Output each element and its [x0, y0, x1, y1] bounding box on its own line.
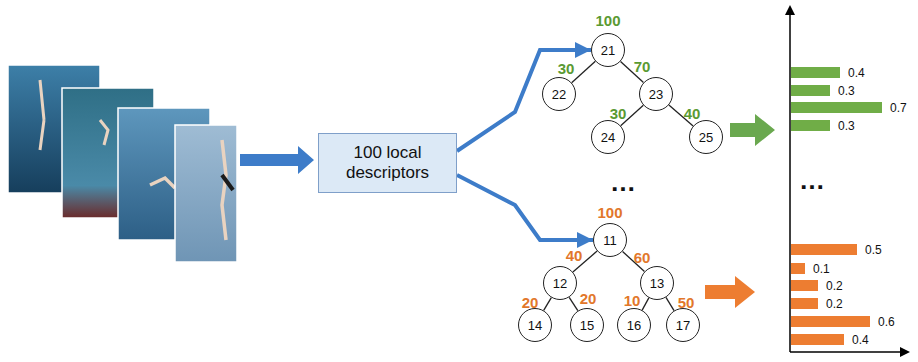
edge-count: 10: [624, 293, 641, 308]
tree-node: 13: [640, 266, 674, 300]
histogram-bar: [791, 85, 830, 96]
diver-figure: [222, 175, 233, 190]
edge-count: 60: [634, 250, 651, 265]
video-frame: [175, 125, 237, 262]
tree-node: 23: [639, 77, 673, 111]
node-text: 15: [580, 318, 594, 333]
node-text: 14: [528, 318, 542, 333]
tree-edge: [569, 297, 578, 310]
tree-edge: [572, 61, 596, 82]
bar-value: 0.4: [852, 334, 869, 346]
histogram-bar: [791, 102, 882, 113]
node-text: 25: [699, 130, 713, 145]
tree-node: 24: [591, 120, 625, 154]
tree-node: 11: [593, 223, 627, 257]
node-text: 17: [676, 318, 690, 333]
histogram-bar: [791, 244, 857, 255]
tree-node: 12: [543, 266, 577, 300]
edge-count: 40: [566, 248, 583, 263]
bar-value: 0.6: [878, 316, 895, 328]
diver-figure: [222, 140, 226, 240]
flow-arrow: [240, 146, 314, 174]
node-text: 22: [552, 87, 566, 102]
bar-value: 0.3: [838, 85, 855, 97]
diver-figure: [40, 80, 44, 150]
histogram-bar: [791, 67, 840, 78]
axis-arrowhead: [900, 347, 910, 357]
flow-arrow: [730, 114, 775, 146]
axis-arrowhead: [785, 5, 795, 15]
node-text: 13: [650, 276, 664, 291]
tree-node: 25: [689, 120, 723, 154]
edge-count: 30: [610, 106, 627, 121]
edge-count: 20: [522, 295, 539, 310]
axis-line: [790, 351, 900, 353]
edge-count: 20: [580, 291, 597, 306]
histogram-bar: [791, 120, 830, 131]
tree-node: 22: [542, 77, 576, 111]
histogram-bar: [791, 316, 870, 327]
histogram-bar: [791, 298, 818, 309]
flow-arrow: [705, 276, 755, 308]
ellipsis: …: [610, 169, 636, 195]
bar-value: 0.3: [838, 120, 855, 132]
tree-node: 14: [518, 308, 552, 342]
bar-value: 0.4: [848, 67, 865, 79]
histogram-bar: [791, 263, 805, 274]
tree-edge: [642, 298, 649, 310]
ellipsis: …: [799, 167, 825, 193]
edge-count: 50: [678, 295, 695, 310]
bar-value: 0.1: [813, 263, 830, 275]
node-text: 12: [553, 276, 567, 291]
node-count: 100: [597, 205, 622, 220]
tree-edge: [544, 298, 552, 311]
histogram-axes: [785, 5, 910, 357]
edge-count: 40: [684, 106, 701, 121]
node-text: 21: [601, 43, 615, 58]
flow-connector: [457, 50, 591, 151]
bar-value: 0.7: [890, 102, 907, 114]
node-text: 100 local descriptors: [329, 143, 446, 184]
bar-value: 0.2: [826, 298, 843, 310]
histogram-bars: [791, 67, 882, 345]
flow-connector: [457, 175, 593, 240]
node-text: 24: [601, 130, 615, 145]
video-frames: [8, 65, 237, 262]
node-text: 23: [649, 87, 663, 102]
diver-figure: [100, 120, 108, 145]
histogram-bar: [791, 280, 818, 291]
tree-node: 16: [617, 308, 651, 342]
descriptor-box: 100 local descriptors: [318, 133, 457, 193]
tree-node: 17: [666, 308, 700, 342]
bar-value: 0.2: [826, 280, 843, 292]
histogram-bar: [791, 334, 844, 345]
tree-node: 21: [591, 33, 625, 67]
edge-count: 30: [558, 61, 575, 76]
node-text: 11: [603, 233, 617, 248]
bar-value: 0.5: [865, 244, 882, 256]
axis-line: [789, 14, 791, 352]
diver-figure: [150, 178, 175, 188]
tree-node: 15: [570, 308, 604, 342]
node-count: 100: [595, 13, 620, 28]
tree-edge: [666, 297, 674, 310]
node-text: 16: [627, 318, 641, 333]
edge-count: 70: [634, 59, 651, 74]
